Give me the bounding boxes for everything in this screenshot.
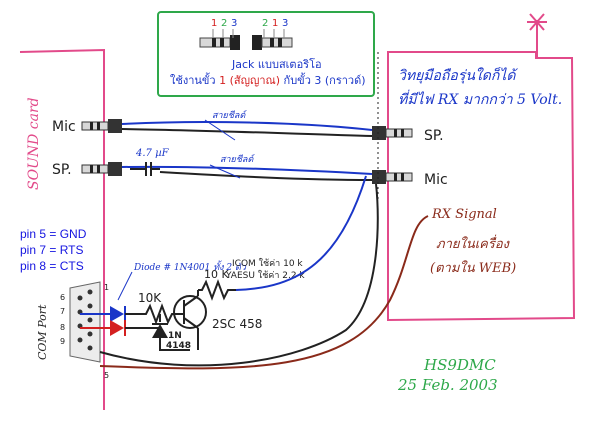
jack-num-r2: 2 [262,18,268,29]
cable-sp-to-mic [121,165,373,181]
pin-7: 7 [60,307,65,316]
rx-web-label: (ตามใน WEB) [430,260,516,276]
jack-sp-left [81,162,122,176]
diode-1n4148-label-a: 1N [168,331,182,341]
author-label: HS9DMC [423,356,496,374]
jack-plug-icon [199,35,240,50]
pin-info-gnd: pin 5 = GND [20,227,87,241]
radio-box: วิทยุมือถือรุ่นใดก็ได้ ที่มีไฟ RX มากกว่… [387,51,576,322]
resistor-10k-right-label: 10 K [204,268,229,281]
wire-ptt [235,175,367,291]
jack-legend-box: 1 2 3 2 1 3 Jack แบบสเตอริโอ ใช้งานขั้ว … [157,11,375,97]
shield-label-mid: สายชีลด์ [220,154,255,165]
jack-num-1: 1 [211,18,217,29]
resistor-10k-right [198,279,236,301]
com-port-label: COM Port [36,304,49,360]
pin-1: 1 [104,283,109,292]
jack-type-label: Jack แบบสเตอริโอ [231,57,322,71]
diode-1n4148-label-b: 4148 [166,341,191,351]
mic-right-label: Mic [424,172,448,188]
mic-left-label: Mic [52,119,76,135]
cable-mic-to-sp [121,121,373,137]
yaesu-note: YAESU ใช้ค่า 2.2 k [225,270,305,281]
sound-card-label: SOUND card [26,97,42,190]
diode-rts [80,306,140,322]
jack-mic-right [372,170,413,184]
radio-line-1: วิทยุมือถือรุ่นใดก็ได้ [398,67,518,84]
capacitor-label: 4.7 µF [135,148,170,159]
sp-left-label: SP. [52,162,72,178]
sound-card-box: SOUND card [19,48,105,202]
jack-num-2: 2 [221,18,227,29]
pin-info: pin 5 = GND pin 7 = RTS pin 8 = CTS [20,226,86,274]
usage-text: ใช้งานขั้ว 1 (สัญญาณ) กับขั้ว 3 (กราวด์) [170,72,366,87]
diode-cts [80,320,160,336]
transistor-label: 2SC 458 [212,317,262,331]
com-port-connector [69,281,101,363]
pin-info-cts: pin 8 = CTS [20,259,84,273]
pin-8: 8 [60,323,65,332]
date-label: 25 Feb. 2003 [397,376,498,394]
diode-1n4148 [152,314,190,351]
rx-inside-label: ภายในเครื่อง [436,234,511,252]
wire-rx-signal [99,215,429,370]
pin-6: 6 [60,293,65,302]
resistor-10k-label: 10K [138,291,162,305]
shield-label-top: สายชีลด์ [212,110,247,121]
sp-right-label: SP. [424,128,444,144]
radio-line-2: ที่มีไฟ RX มากกว่า 5 Volt. [398,89,562,108]
pin-info-rts: pin 7 = RTS [20,243,84,257]
capacitor-symbol [130,162,160,176]
rx-signal-label: RX Signal [431,207,497,222]
jack-num-r3: 3 [282,18,288,29]
jack-sp-right [372,126,413,140]
jack-plug-icon-right [252,35,293,50]
jack-num-r1: 1 [272,18,278,29]
icom-note: ICOM ใช้ค่า 10 k [232,258,303,269]
pin-9: 9 [60,337,65,346]
jack-num-3: 3 [231,18,237,29]
pin-5: 5 [104,371,109,380]
wire-ground [99,183,379,367]
diode-label: Diode # 1N4001 ทั้ง 2 ตัว [133,260,247,273]
jack-mic-left [81,119,122,133]
